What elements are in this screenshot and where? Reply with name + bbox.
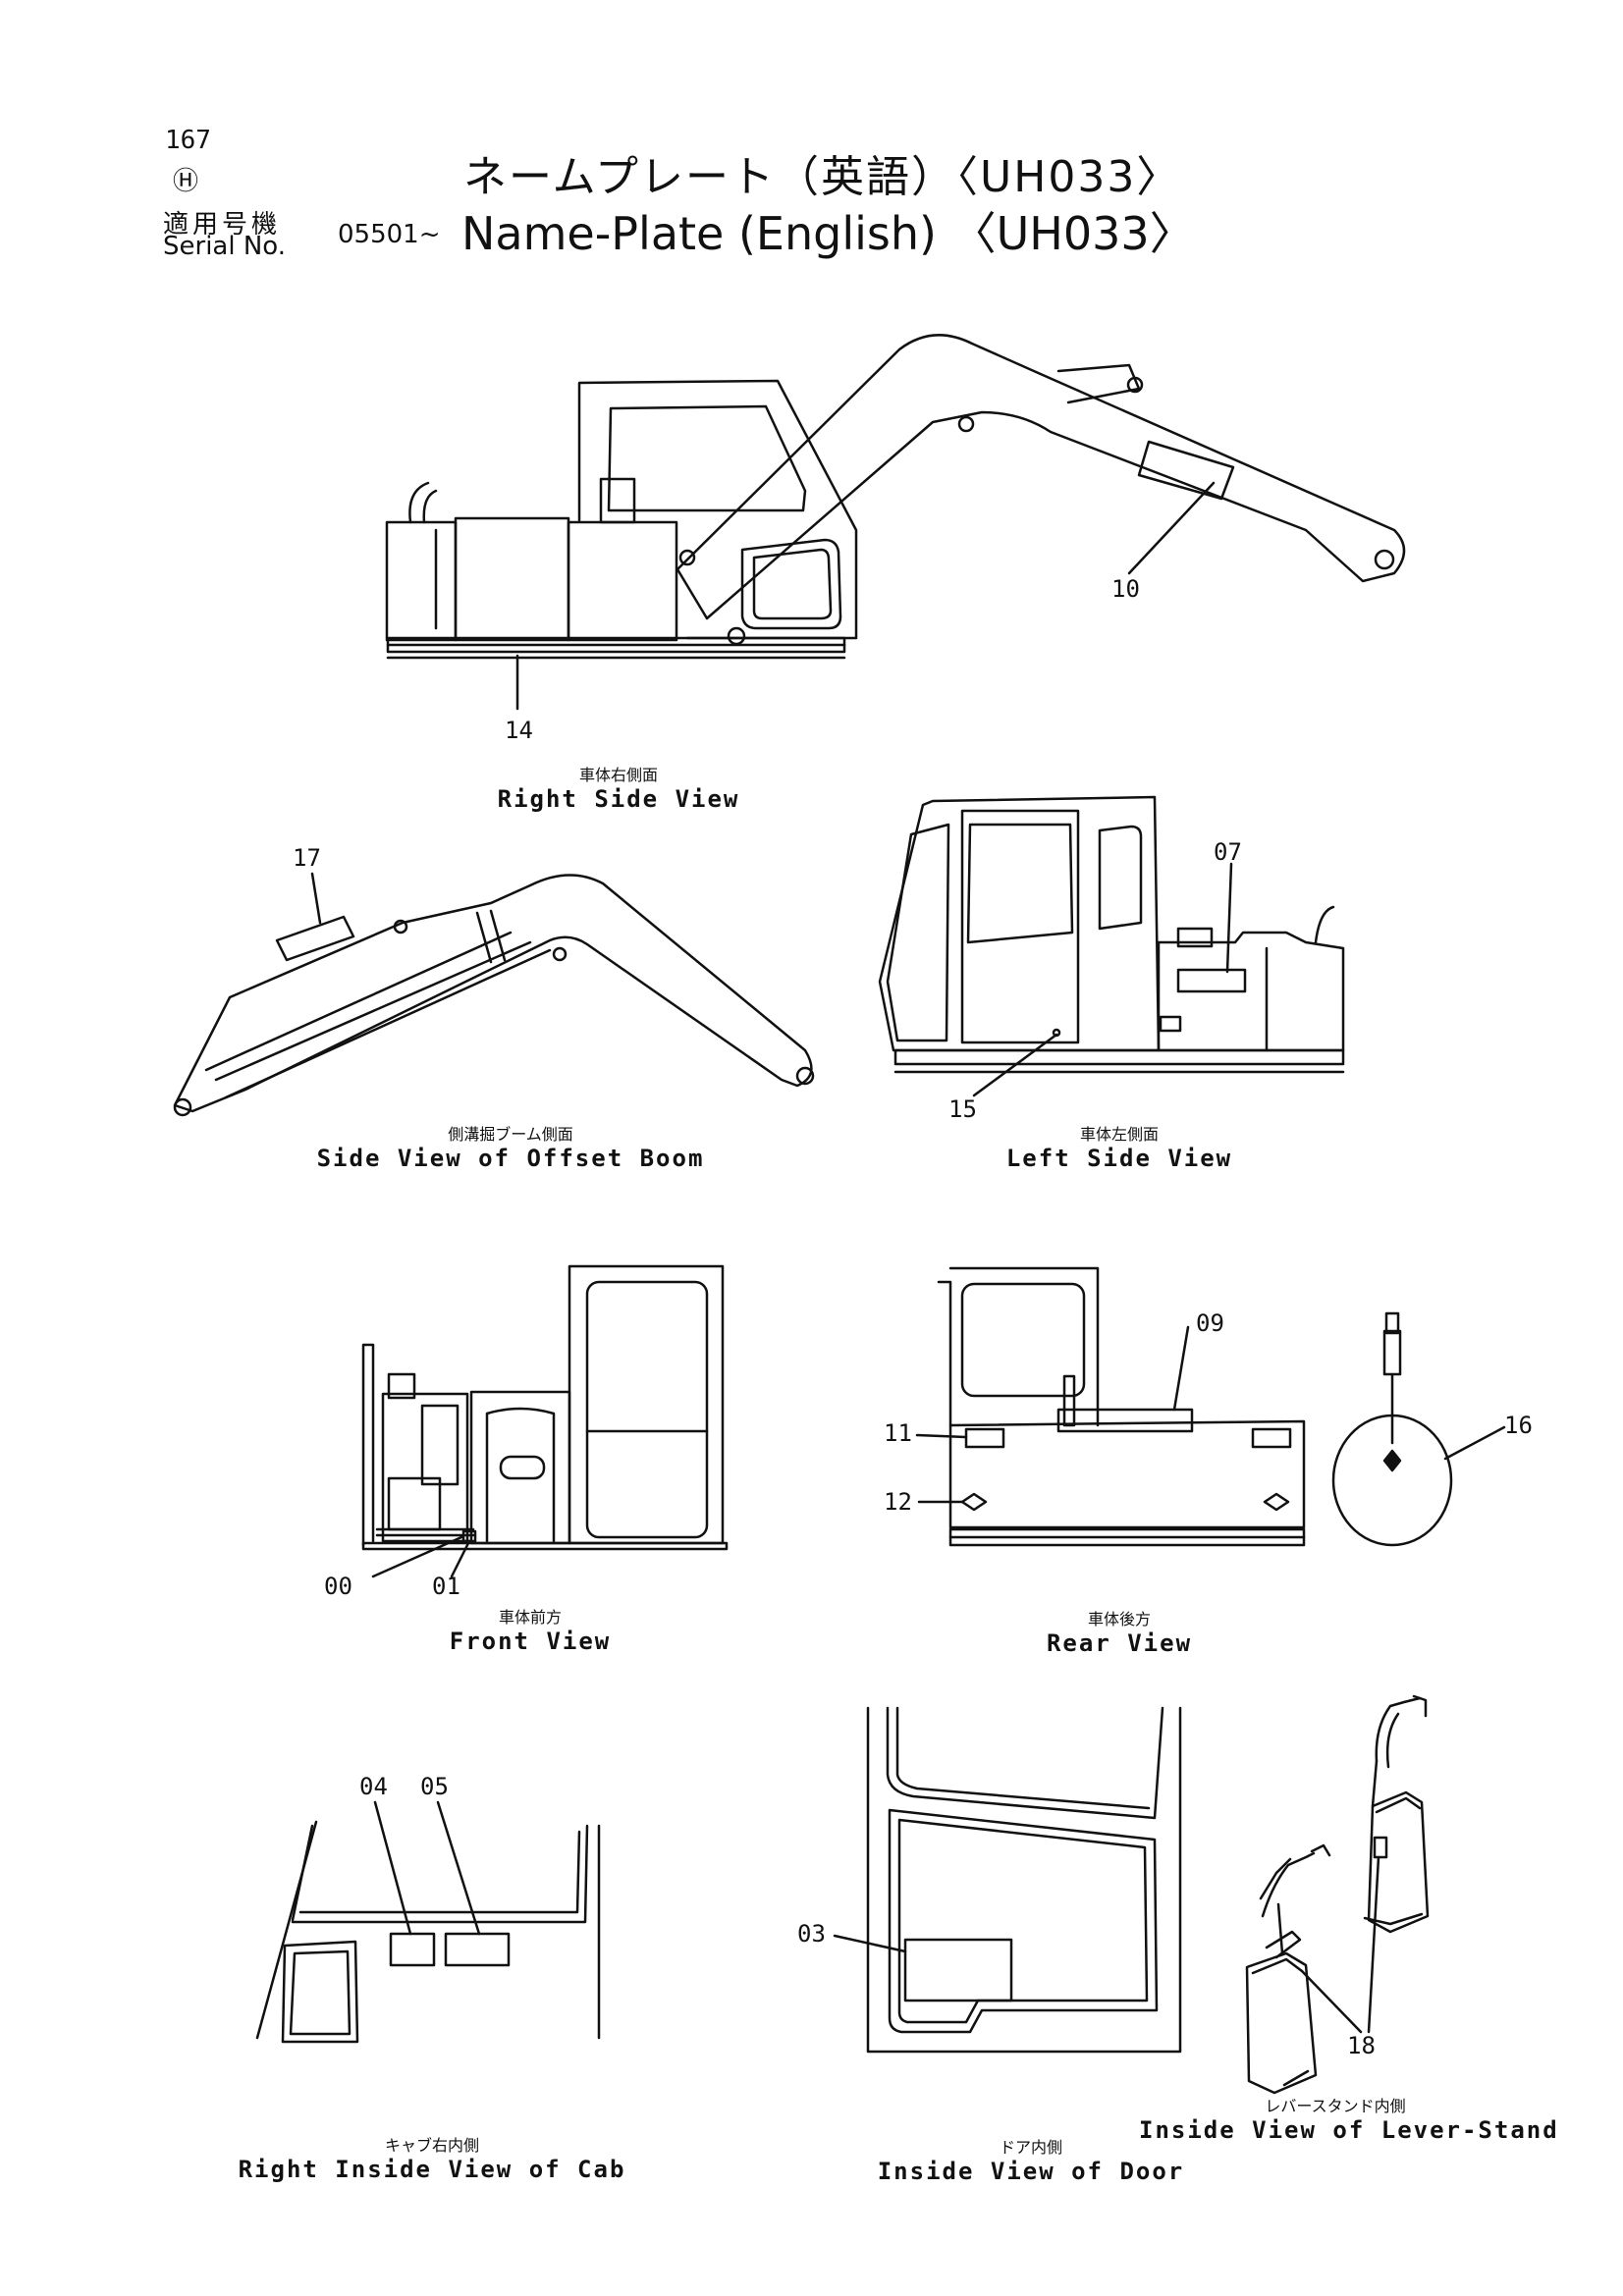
right-side-view [387,335,1404,709]
serial-label: Serial No. [163,232,286,261]
left-side-view [880,797,1343,1095]
maker-mark-icon: Ⓗ [173,167,199,196]
title-japanese: ネームプレート（英語）〈UH033〉 [463,152,1182,202]
door-plate [905,1940,1011,2001]
caption-lever-stand: レバースタンド内側 Inside View of Lever-Stand [1139,2097,1559,2144]
caption-front: 車体前方 Front View [449,1608,612,1655]
boom-plate [1139,442,1233,499]
page-number: 167 [165,126,211,155]
title-english: Name-Plate (English) 〈UH033〉 [461,207,1195,260]
lever-view [1333,1313,1504,1545]
callout-07: 07 [1214,838,1242,866]
callout-05: 05 [420,1773,449,1800]
caption-door-inside: ドア内側 Inside View of Door [877,2138,1185,2185]
callout-01: 01 [432,1573,460,1600]
left-side-plate [1178,970,1245,991]
door-inside-view [835,1708,1180,2052]
caption-offset-boom: 側溝掘ブーム側面 Side View of Offset Boom [316,1125,705,1172]
caption-left-side: 車体左側面 Left Side View [1005,1125,1233,1172]
callout-03: 03 [797,1920,826,1948]
serial-value: 05501~ [338,220,441,249]
caption-rear: 車体後方 Rear View [1046,1610,1193,1657]
offset-boom-view [175,874,813,1115]
callout-00: 00 [324,1573,352,1600]
cab-inside-view [257,1802,599,2042]
cab-right-plate [446,1934,509,1965]
rear-view [917,1268,1304,1545]
serial-label-japanese: 適用号機 [163,210,282,240]
front-view [363,1266,727,1576]
callout-11: 11 [884,1419,912,1447]
caption-right-side: 車体右側面 Right Side View [497,766,740,813]
callout-16: 16 [1504,1412,1533,1439]
callout-04: 04 [359,1773,388,1800]
callout-17: 17 [293,844,321,872]
rear-right-plate [1253,1429,1290,1447]
cab-left-plate [391,1934,434,1965]
offset-boom-plate [277,917,353,960]
rear-center-plate [1058,1410,1192,1431]
callout-12: 12 [884,1488,912,1516]
callout-14: 14 [505,717,533,744]
callout-09: 09 [1196,1309,1224,1337]
lever-stand-view [1247,1696,1428,2093]
caption-cab-inside: キャブ右内側 Right Inside View of Cab [238,2136,626,2183]
callout-15: 15 [948,1095,977,1123]
callout-18: 18 [1347,2032,1376,2059]
callout-10: 10 [1111,575,1140,603]
rear-left-plate [966,1429,1003,1447]
